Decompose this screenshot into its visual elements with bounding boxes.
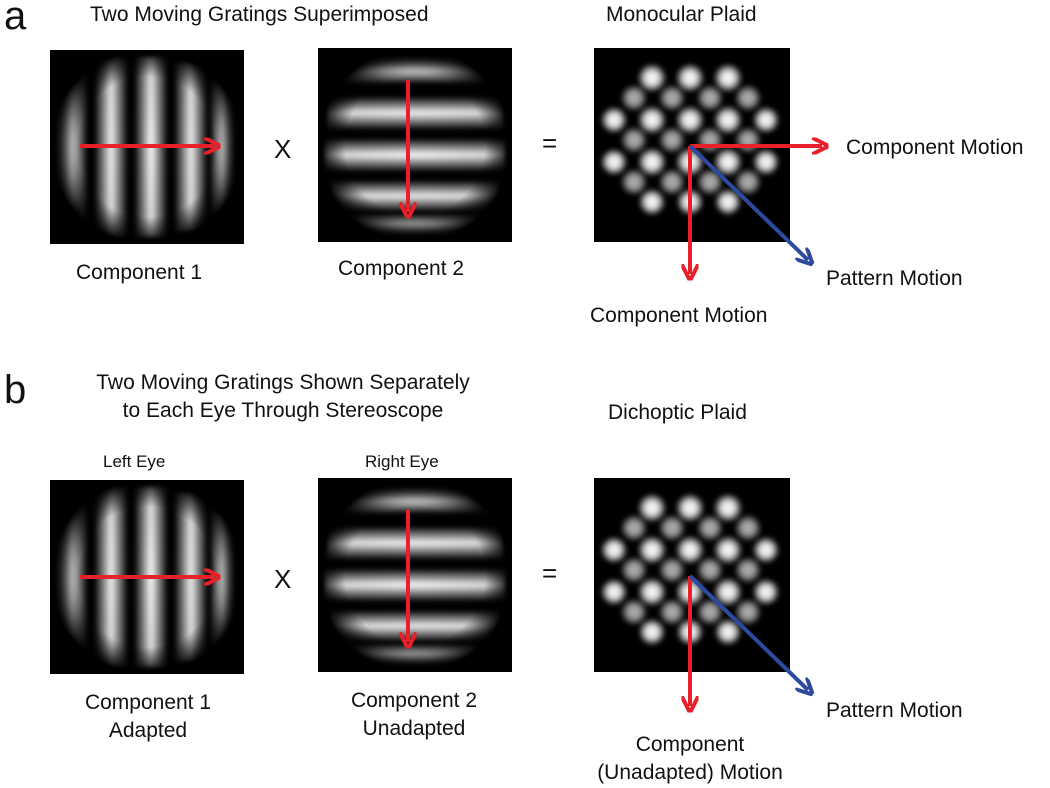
label-component1-b: Component 1 xyxy=(84,691,212,714)
label-adapted: Adapted xyxy=(108,719,188,742)
times-operator-b: X xyxy=(274,564,292,594)
equals-operator-a: = xyxy=(542,128,558,158)
label-component2-b: Component 2 xyxy=(350,689,478,712)
label-unadapted: Unadapted xyxy=(362,717,466,740)
label-component2-a: Component 2 xyxy=(338,257,465,280)
times-operator-a: X xyxy=(274,134,292,164)
panel-letter-b: b xyxy=(4,368,27,412)
heading-dichoptic-plaid: Dichoptic Plaid xyxy=(608,401,747,424)
label-component-motion-right: Component Motion xyxy=(846,136,1024,159)
label-right-eye: Right Eye xyxy=(365,452,439,471)
label-component1-a: Component 1 xyxy=(76,261,203,284)
label-component-motion-b-line1: Component xyxy=(635,733,745,756)
label-pattern-motion-a: Pattern Motion xyxy=(826,267,963,290)
plaid-dichoptic xyxy=(594,478,790,672)
grating-horizontal-a xyxy=(318,48,512,242)
arrow-diagonal-pattern-b xyxy=(688,574,808,690)
label-component-motion-down: Component Motion xyxy=(590,304,768,327)
heading-superimposed: Two Moving Gratings Superimposed xyxy=(90,3,429,26)
label-left-eye: Left Eye xyxy=(103,452,166,471)
heading-separately-line2: to Each Eye Through Stereoscope xyxy=(122,399,444,422)
grating-horizontal-b xyxy=(318,478,512,672)
equals-operator-b: = xyxy=(542,558,558,588)
arrow-diagonal-pattern-a xyxy=(688,144,808,260)
heading-monocular-plaid: Monocular Plaid xyxy=(606,3,757,26)
label-pattern-motion-b: Pattern Motion xyxy=(826,699,963,722)
label-component-motion-b-line2: (Unadapted) Motion xyxy=(597,761,783,784)
heading-separately-line1: Two Moving Gratings Shown Separately xyxy=(96,371,470,394)
panel-letter-a: a xyxy=(4,0,27,38)
